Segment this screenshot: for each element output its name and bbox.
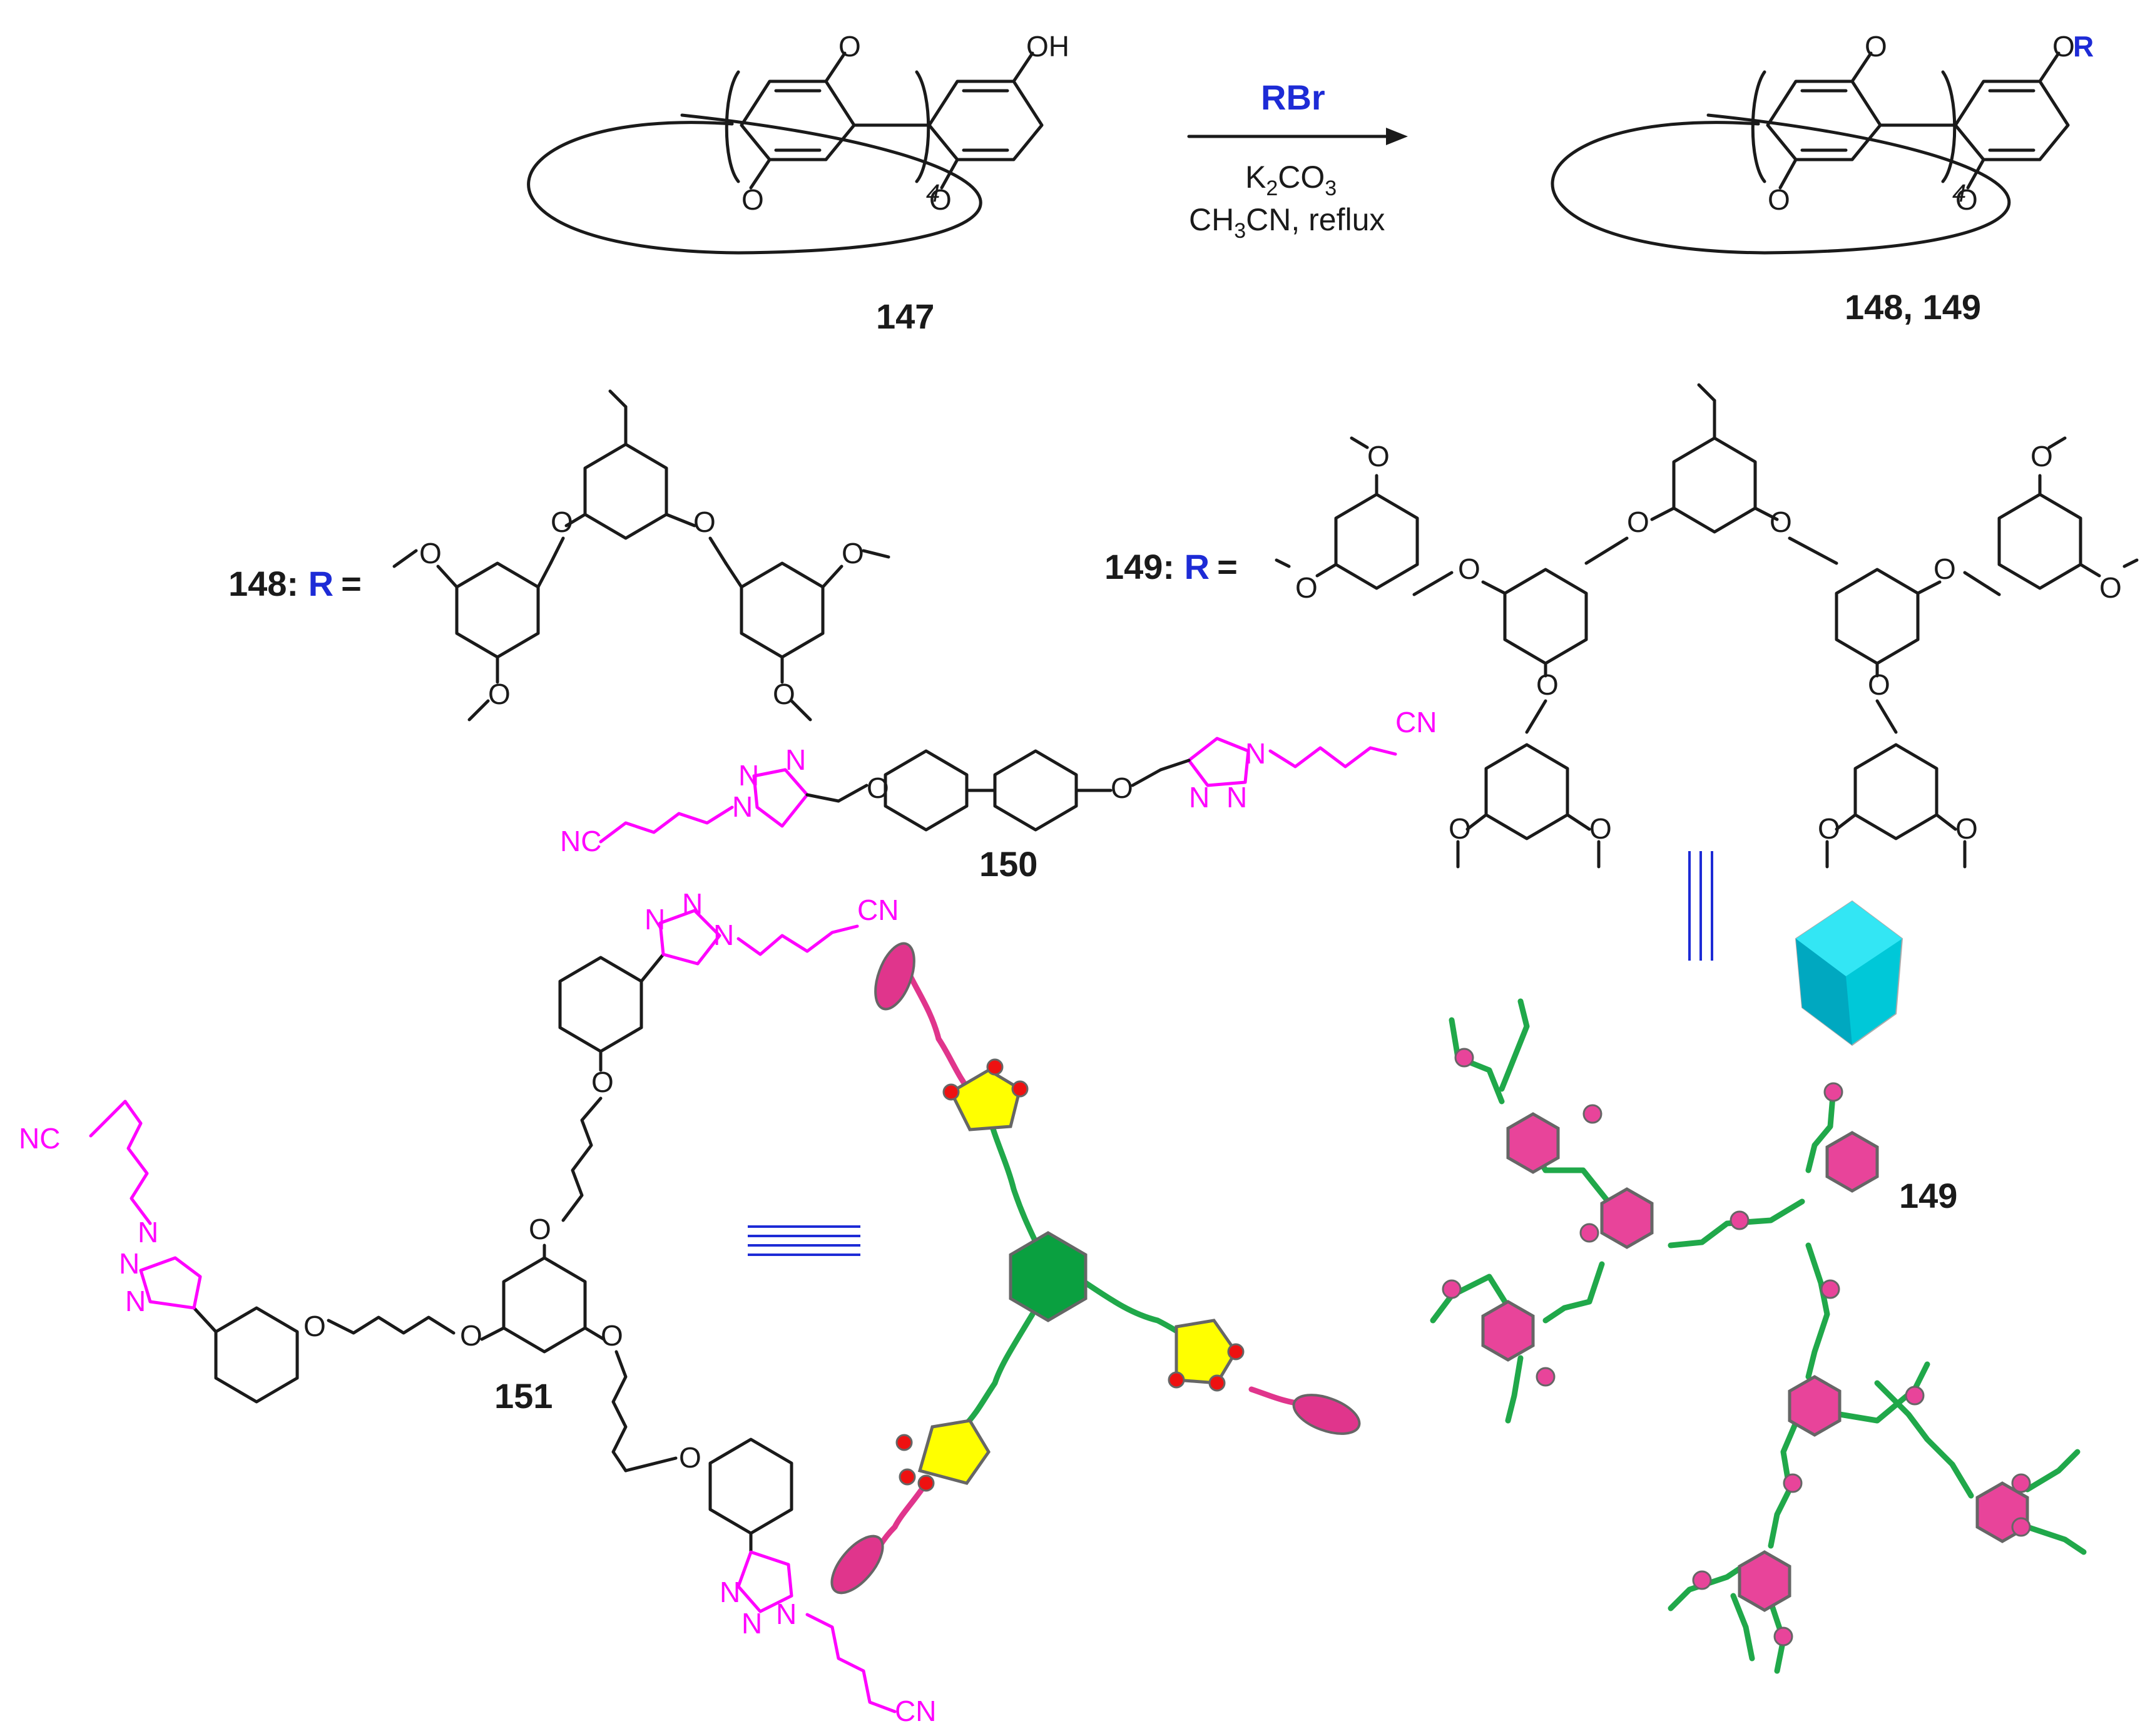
c150-nc: NC: [560, 825, 601, 857]
c151-o-core-top: O: [529, 1213, 551, 1245]
c151-o-bottom: O: [679, 1441, 701, 1474]
c151-cn-top: CN: [857, 894, 899, 926]
ether-o-left: O: [551, 506, 573, 538]
c151-n9: N: [776, 1598, 797, 1630]
c151-o-core-right: O: [601, 1319, 623, 1352]
ether-o-right: O: [693, 506, 716, 538]
compound-label-148-149: 148, 149: [1845, 287, 1981, 327]
condition-line-1: K2CO3: [1245, 160, 1337, 200]
d149-o-9: O: [1934, 553, 1956, 585]
definition-149: 149: R= O O O O O O O O: [1104, 383, 2139, 869]
hydroxyl-label: OH: [1026, 30, 1069, 63]
methoxy-o-top: O: [838, 30, 861, 63]
d149-o-14: O: [1955, 812, 1978, 845]
c151-cn-bottom: CN: [895, 1695, 936, 1727]
c151-o-top: O: [591, 1066, 614, 1098]
methoxy-o-b: O: [929, 183, 952, 216]
reaction-arrow: RBr K2CO3 CH3CN, reflux: [1187, 78, 1408, 243]
c151-n4: N: [125, 1285, 146, 1317]
c151-nc-left: NC: [19, 1122, 60, 1155]
cartoon-151: [830, 942, 1361, 1595]
c151-n5: N: [119, 1247, 140, 1280]
repeat-count: 4: [926, 180, 940, 207]
c150-n3: N: [785, 743, 806, 776]
cyan-block-icon: [1795, 900, 1903, 1046]
ome-right-1: O: [842, 537, 864, 569]
c151-n2: N: [682, 887, 703, 920]
c150-n1: N: [732, 790, 753, 823]
d149-o-11: O: [2099, 571, 2122, 604]
d149-o-10: O: [2030, 440, 2053, 472]
r148-label: 148: R=: [228, 564, 362, 603]
ether-o: O: [2052, 30, 2075, 63]
compound-label-147: 147: [876, 297, 934, 336]
reagent-label: RBr: [1261, 78, 1325, 117]
c151-n3: N: [713, 919, 734, 951]
c150-n6: N: [1226, 781, 1247, 814]
c150-n4: N: [1245, 737, 1266, 770]
condition-line-2: CH3CN, reflux: [1189, 202, 1385, 243]
cartoon-149: 149: [1430, 900, 2087, 1674]
d149-o-8: O: [1589, 812, 1612, 845]
c150-n2: N: [738, 759, 759, 792]
ome-right-2: O: [773, 678, 795, 710]
compound-label-149: 149: [1899, 1176, 1957, 1215]
methoxy-o-bottom: O: [741, 183, 764, 216]
c150-o2: O: [1111, 772, 1133, 804]
ome-left-1: O: [419, 537, 442, 569]
d149-o-7: O: [1449, 812, 1471, 845]
d149-o-13: O: [1818, 812, 1840, 845]
c151-n1: N: [645, 903, 665, 936]
c151-o-left: O: [303, 1310, 326, 1342]
green-core-hexagon: [1009, 1231, 1088, 1322]
c151-o-core-left: O: [460, 1319, 482, 1352]
ome-left-2: O: [488, 678, 511, 710]
reaction-arrow-icon: [1386, 128, 1408, 145]
reactant-147: O O 4 OH O 147: [527, 30, 1069, 336]
product-148-149: O O 4 O R O 148, 149: [1551, 30, 2094, 327]
compound-150: NC N N N O O N N N CN 150: [560, 706, 1437, 884]
d149-o-6: O: [1536, 668, 1559, 701]
product-methoxy-o-top: O: [1865, 30, 1887, 63]
c150-n5: N: [1189, 781, 1210, 814]
d149-o-4: O: [1367, 440, 1390, 472]
product-repeat-count: 4: [1952, 180, 1966, 207]
compound-label-150: 150: [979, 844, 1037, 884]
ether-r: R: [2073, 30, 2094, 63]
d149-o-2: O: [1770, 506, 1792, 538]
d149-o-12: O: [1868, 668, 1890, 701]
c151-n8: N: [741, 1607, 762, 1640]
product-methoxy-o-b: O: [1955, 183, 1978, 216]
r149-label: 149: R=: [1104, 547, 1238, 586]
compound-label-151: 151: [494, 1376, 553, 1416]
triple-bar-equivalence-icon: [748, 1225, 860, 1256]
product-methoxy-o-bottom: O: [1768, 183, 1790, 216]
d149-o-1: O: [1627, 506, 1649, 538]
vertical-equivalence-icon: [1688, 851, 1713, 961]
d149-o-5: O: [1295, 571, 1318, 604]
definition-148: 148: R= O O O O O O: [228, 389, 890, 722]
c150-cn: CN: [1395, 706, 1437, 738]
compound-151: N N N CN O O O O N N N NC O O N N: [19, 887, 936, 1727]
c151-n7: N: [720, 1576, 740, 1608]
d149-o-3: O: [1458, 553, 1480, 585]
